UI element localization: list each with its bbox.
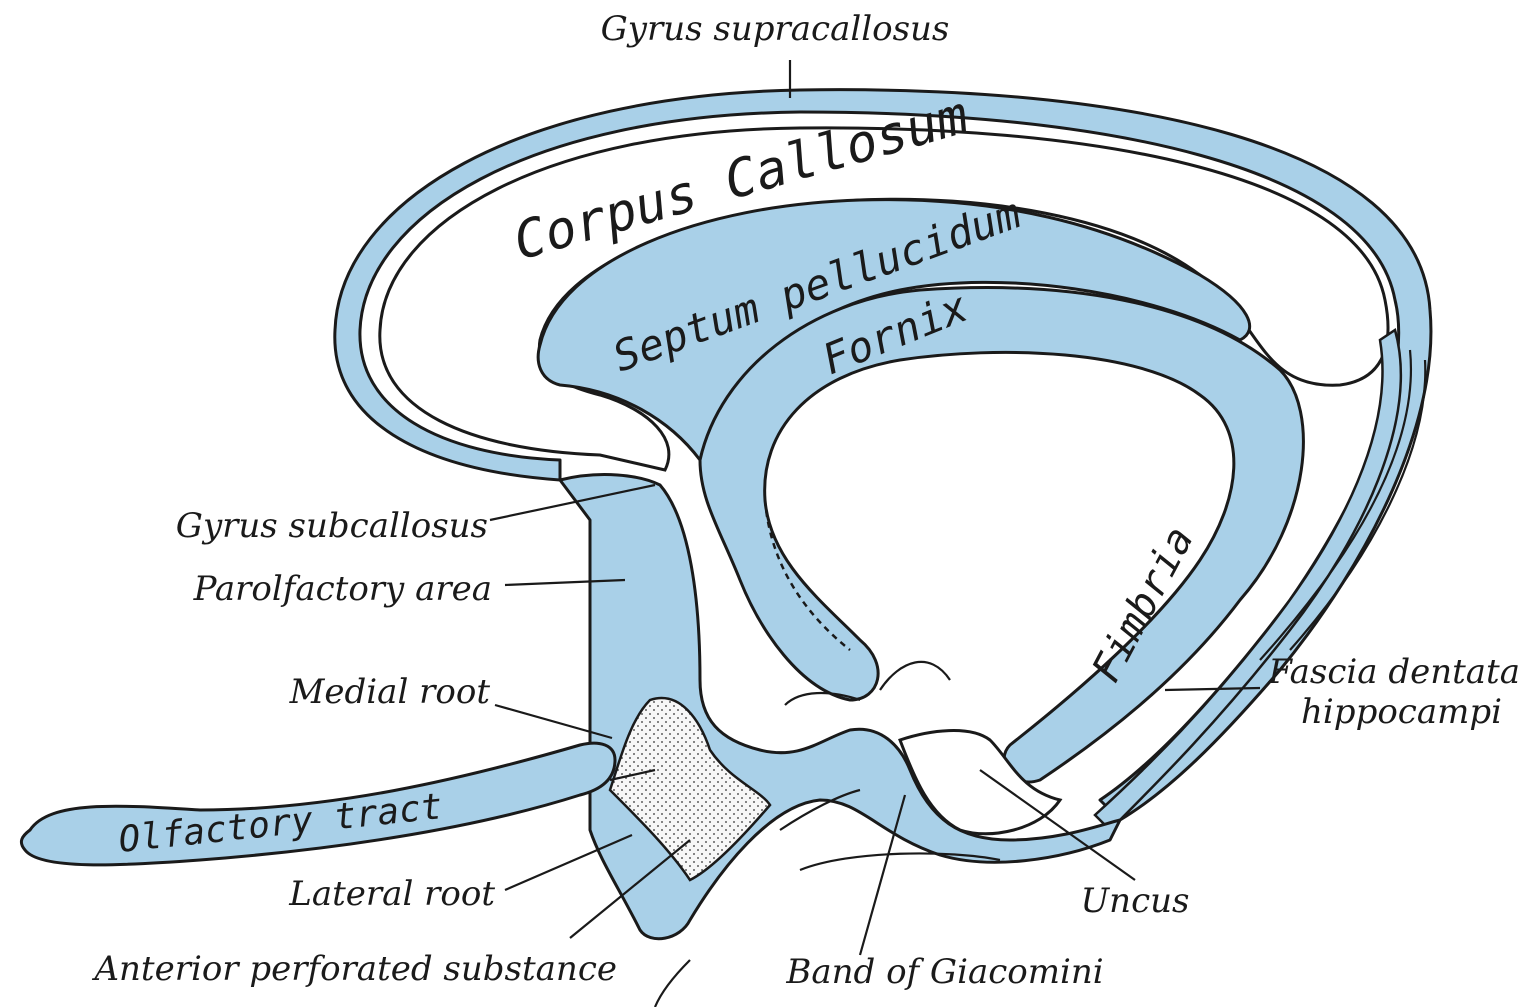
band-of-giacomini-label: Band of Giacomini bbox=[785, 952, 1103, 992]
fornix-end-curve bbox=[880, 662, 950, 690]
fascia-dentata-label-line2: hippocampi bbox=[1301, 692, 1502, 732]
medial-root-label: Medial root bbox=[289, 672, 491, 712]
stem-line bbox=[655, 960, 690, 1007]
fascia-dentata-label-line1: Fascia dentata bbox=[1267, 652, 1520, 692]
uncus-label: Uncus bbox=[1081, 881, 1190, 921]
parolfactory-area-label: Parolfactory area bbox=[193, 569, 492, 609]
anterior-perforated-substance-label: Anterior perforated substance bbox=[91, 949, 617, 989]
lateral-root-label: Lateral root bbox=[288, 874, 495, 914]
gyrus-supracallosus-label: Gyrus supracallosus bbox=[601, 9, 950, 49]
gyrus-subcallosus-label: Gyrus subcallosus bbox=[176, 506, 488, 546]
